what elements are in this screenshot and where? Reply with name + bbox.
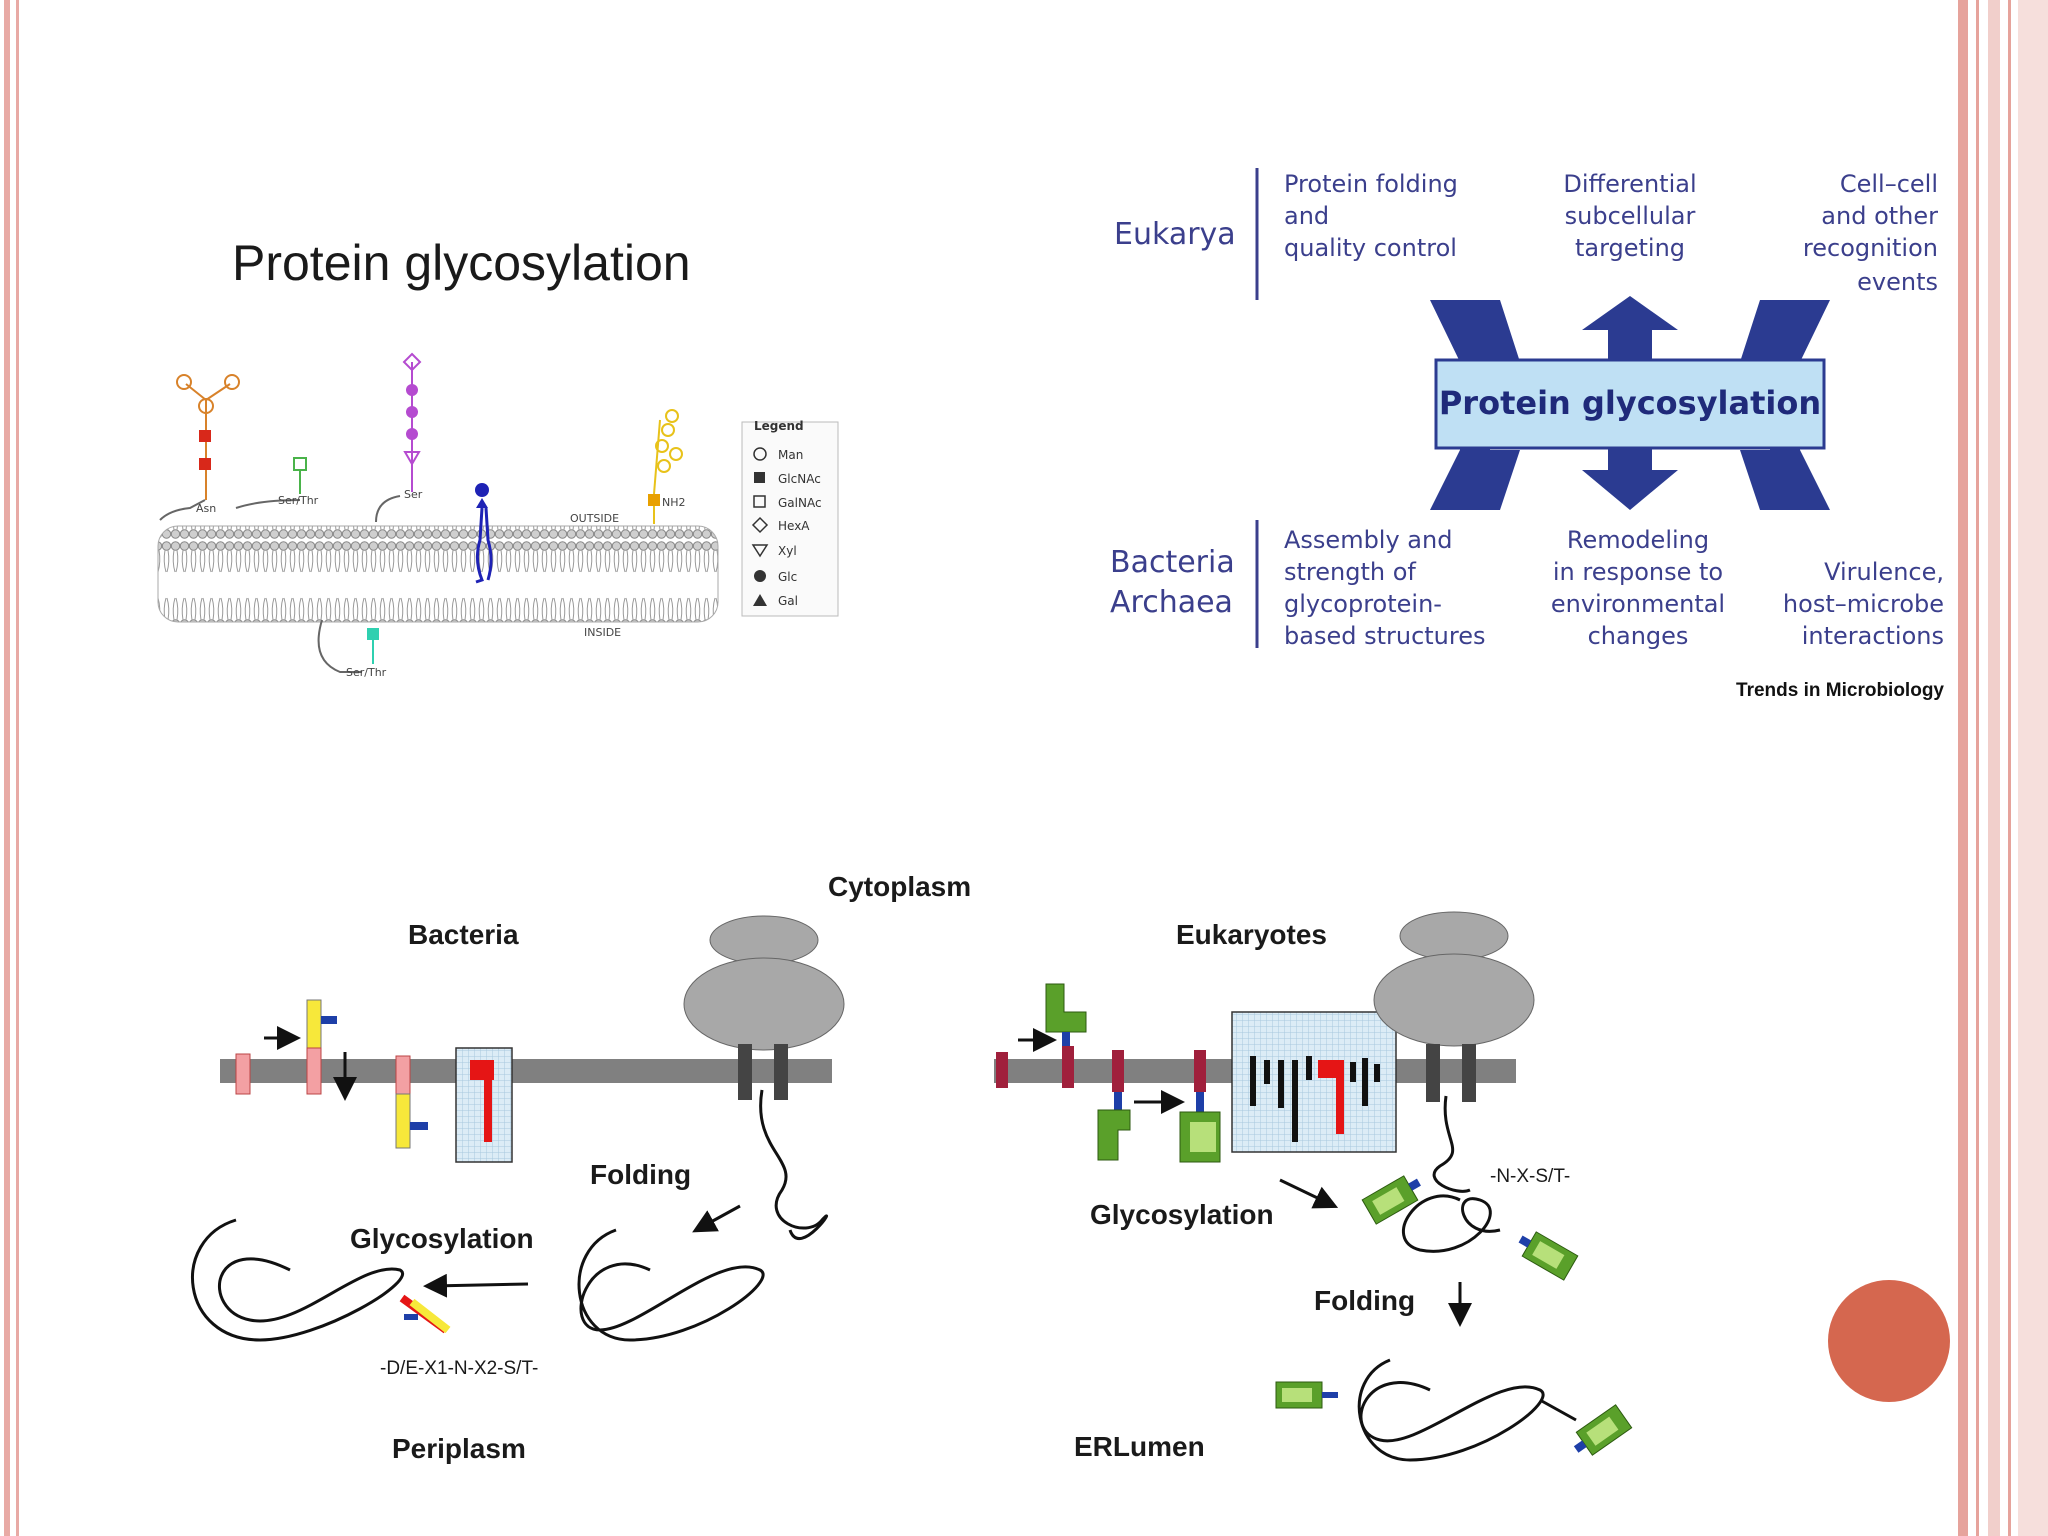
transmembrane-protein bbox=[475, 483, 493, 584]
sequon-left: -D/E-X1-N-X2-S/T- bbox=[380, 1358, 538, 1379]
hexa-symbol-icon bbox=[751, 516, 769, 534]
sequon-right: -N-X-S/T- bbox=[1490, 1166, 1570, 1187]
folding-label-left: Folding bbox=[590, 1159, 691, 1190]
credit-label: Trends in Microbiology bbox=[1736, 680, 1944, 701]
monosaccharide-legend: Legend Man GlcNAc GalNAc HexA Xyl Glc Ga… bbox=[741, 419, 839, 617]
function-text: recognition bbox=[1803, 234, 1938, 262]
bacterial-membrane bbox=[220, 1059, 832, 1083]
function-text: changes bbox=[1588, 622, 1689, 650]
membrane-glycosylation-figure: Protein glycosylation OUTSIDE INSIDE Asn… bbox=[157, 235, 839, 679]
legend-item: Man bbox=[778, 448, 803, 462]
function-text: in response to bbox=[1553, 558, 1723, 586]
legend-item: Xyl bbox=[778, 544, 797, 558]
function-text: strength of bbox=[1284, 558, 1416, 586]
function-text: Virulence, bbox=[1824, 558, 1944, 586]
n-glycan-tree: Asn bbox=[159, 374, 240, 521]
yellow-glycan: NH2 bbox=[648, 409, 686, 524]
accent-circle bbox=[1828, 1280, 1950, 1402]
function-text: Cell–cell bbox=[1840, 170, 1938, 198]
ser-thr-label-top: Ser/Thr bbox=[278, 494, 319, 507]
slide-frame-right bbox=[1958, 0, 2048, 1536]
figure-title: Protein glycosylation bbox=[232, 235, 691, 291]
function-text: and other bbox=[1821, 202, 1938, 230]
function-text: quality control bbox=[1284, 234, 1457, 262]
o-glycan-purple: Ser bbox=[375, 352, 423, 523]
function-text: host–microbe bbox=[1783, 590, 1944, 618]
function-text: Remodeling bbox=[1567, 526, 1709, 554]
lipid-bilayer bbox=[157, 525, 719, 623]
glycosylation-pathways-figure: Cytoplasm Bacteria Eukaryotes Folding Gl… bbox=[191, 871, 1633, 1464]
function-text: targeting bbox=[1575, 234, 1685, 262]
outside-label: OUTSIDE bbox=[570, 512, 619, 525]
function-text: based structures bbox=[1284, 622, 1486, 650]
ser-label: Ser bbox=[404, 488, 423, 501]
legend-item: Gal bbox=[778, 594, 798, 608]
archaea-domain-label: Archaea bbox=[1110, 585, 1233, 620]
legend-item: Glc bbox=[778, 570, 797, 584]
periplasm-label: Periplasm bbox=[392, 1433, 526, 1464]
bacteria-label: Bacteria bbox=[408, 919, 519, 950]
legend-item: GlcNAc bbox=[778, 472, 821, 486]
glycosylation-label-left: Glycosylation bbox=[350, 1223, 534, 1254]
legend-item: HexA bbox=[778, 519, 810, 533]
legend-title: Legend bbox=[754, 419, 804, 433]
function-text: Assembly and bbox=[1284, 526, 1452, 554]
cytoplasm-label: Cytoplasm bbox=[828, 871, 971, 902]
slide-frame-left bbox=[0, 0, 24, 1536]
function-text: subcellular bbox=[1565, 202, 1696, 230]
function-text: events bbox=[1857, 268, 1938, 296]
function-text: interactions bbox=[1802, 622, 1944, 650]
glc-symbol-icon bbox=[754, 570, 766, 582]
eukarya-label: Eukarya bbox=[1114, 217, 1236, 252]
glycosylation-label-right: Glycosylation bbox=[1090, 1199, 1274, 1230]
center-box bbox=[1434, 358, 1826, 450]
oligosaccharyltransferase-right bbox=[1231, 1011, 1397, 1153]
gal-symbol-icon bbox=[753, 594, 767, 606]
function-text: glycoprotein- bbox=[1284, 590, 1442, 618]
o-glycan-cytoplasmic: Ser/Thr bbox=[317, 619, 387, 679]
xyl-symbol-icon bbox=[751, 544, 769, 558]
function-text: Differential bbox=[1563, 170, 1696, 198]
eukaryotes-label: Eukaryotes bbox=[1176, 919, 1327, 950]
o-glycan-green: Ser/Thr bbox=[235, 457, 319, 509]
nh2-label: NH2 bbox=[662, 496, 686, 509]
bacteria-domain-label: Bacteria bbox=[1110, 545, 1235, 580]
man-symbol-icon bbox=[753, 447, 767, 461]
folding-label-right: Folding bbox=[1314, 1285, 1415, 1316]
function-text: Protein folding bbox=[1284, 170, 1458, 198]
function-text: environmental bbox=[1551, 590, 1725, 618]
inside-label: INSIDE bbox=[584, 626, 621, 639]
glcnac-symbol-icon bbox=[754, 472, 765, 483]
ser-thr-label-bottom: Ser/Thr bbox=[346, 666, 387, 679]
asn-label: Asn bbox=[196, 502, 216, 515]
glycosylation-functions-figure: Eukarya Protein folding and quality cont… bbox=[1110, 168, 1944, 701]
legend-item: GalNAc bbox=[778, 496, 822, 510]
center-box-label: Protein glycosylation bbox=[1439, 384, 1821, 422]
er-lumen-label: ERLumen bbox=[1074, 1431, 1205, 1462]
galnac-symbol-icon bbox=[753, 495, 766, 508]
function-text: and bbox=[1284, 202, 1329, 230]
